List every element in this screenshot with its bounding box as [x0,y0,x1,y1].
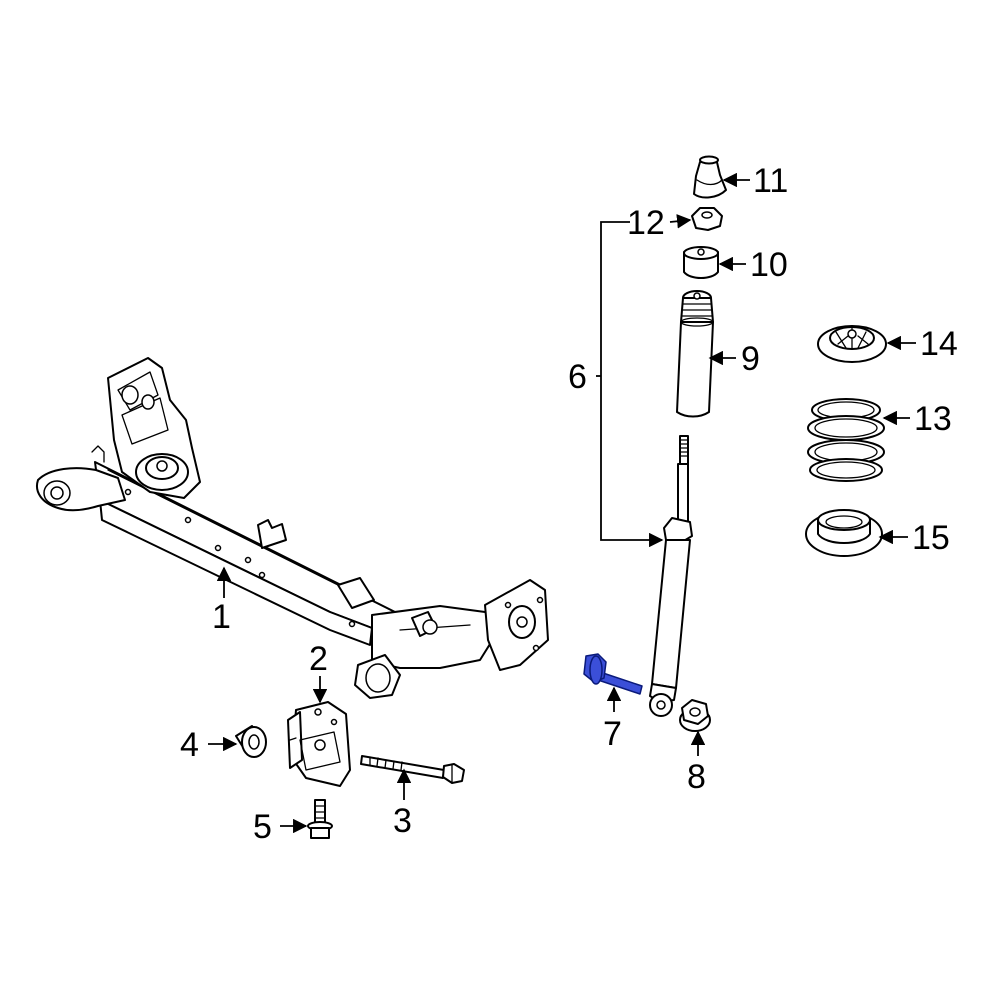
upper-cap[interactable] [693,155,727,199]
callout-numbers: 1 2 3 4 5 6 7 8 9 10 11 12 13 14 15 [180,162,958,846]
shock-mount-bolt[interactable] [583,653,643,695]
callout-11: 11 [753,162,788,200]
callout-14: 14 [920,325,958,363]
callout-8: 8 [687,758,706,796]
callout-2: 2 [309,640,328,678]
mounting-bracket[interactable] [287,701,351,787]
callout-4: 4 [180,726,199,764]
callout-10: 10 [750,246,788,284]
callout-1: 1 [212,598,231,636]
callout-5: 5 [253,808,272,846]
callout-3: 3 [393,802,412,840]
upper-spring-seat[interactable] [817,325,887,363]
bump-stop[interactable] [683,246,719,279]
lower-spring-insulator[interactable] [805,509,883,557]
callout-15: 15 [912,519,950,557]
bushing-nut[interactable] [235,725,267,758]
flange-nut[interactable] [679,699,711,732]
callout-6: 6 [568,358,587,396]
callout-12: 12 [627,204,665,242]
shock-absorber[interactable] [649,435,693,717]
flange-bolt[interactable] [307,799,333,839]
crossmember[interactable] [36,357,549,699]
leader-lines [208,172,916,834]
coil-spring[interactable] [807,398,885,482]
callout-13: 13 [914,400,952,438]
dust-boot[interactable] [676,290,714,418]
lock-nut[interactable] [691,207,723,231]
callout-7: 7 [603,715,622,753]
long-bolt[interactable] [360,755,465,784]
callout-9: 9 [741,340,760,378]
